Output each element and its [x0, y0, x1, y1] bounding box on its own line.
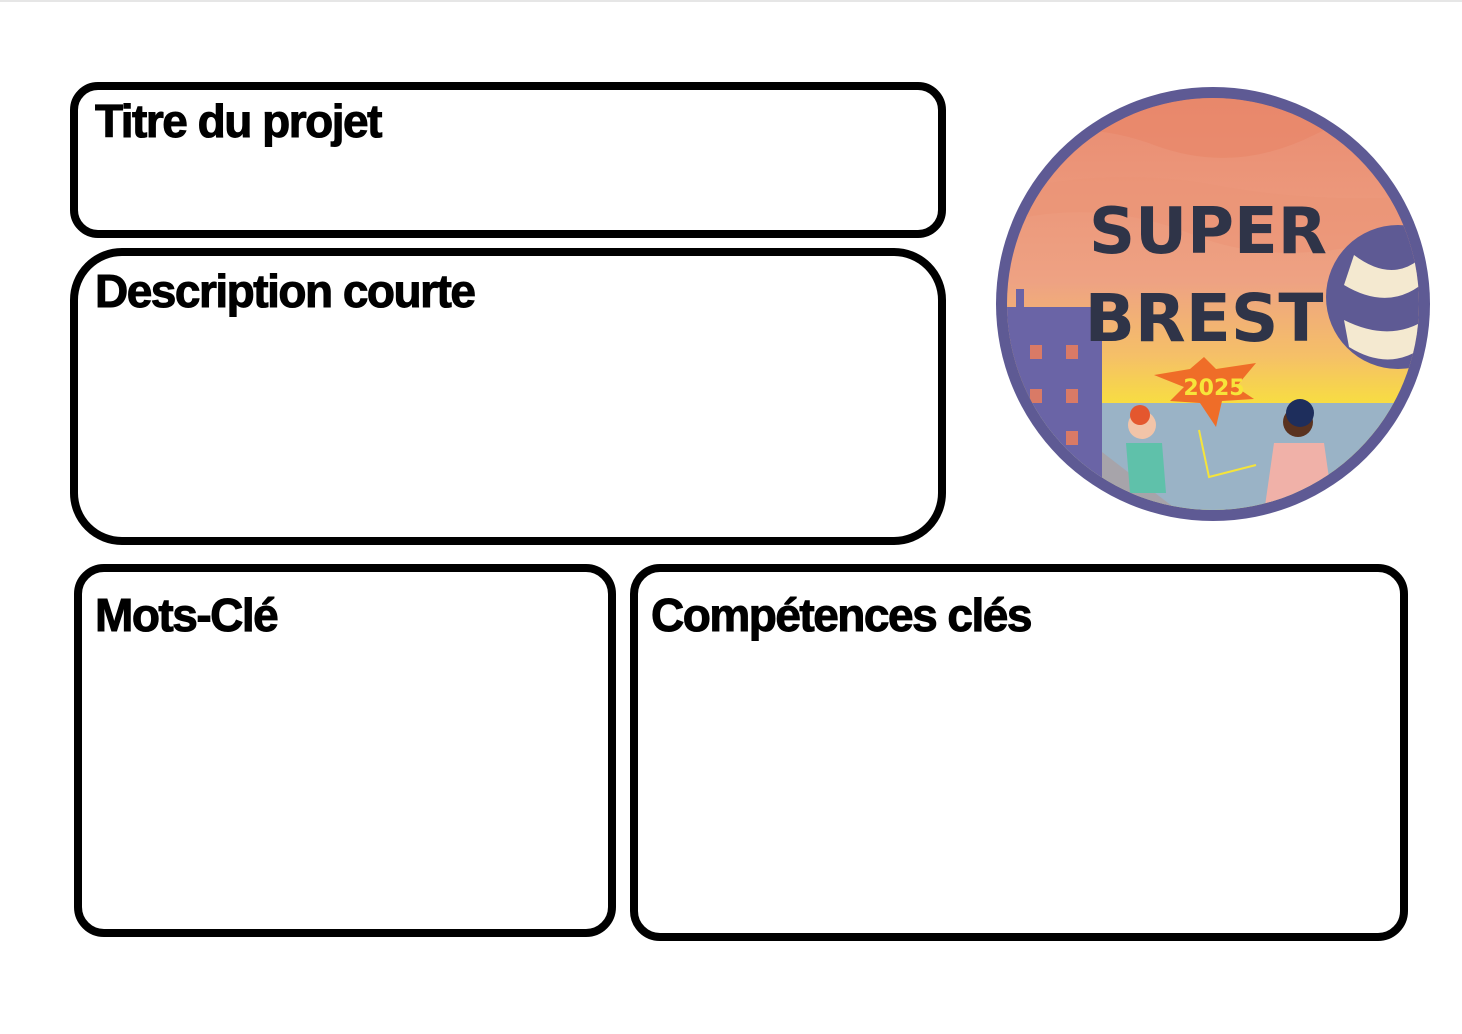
- project-title-label: Titre du projet: [95, 95, 383, 147]
- logo-line-brest: BREST: [1085, 280, 1324, 357]
- keywords-field[interactable]: Mots-Clé: [74, 564, 616, 937]
- keywords-label: Mots-Clé: [94, 589, 279, 641]
- project-title-field[interactable]: Titre du projet: [70, 82, 946, 238]
- logo-year: 2025: [1183, 376, 1244, 401]
- burst-badge: [1154, 357, 1256, 427]
- short-description-field[interactable]: Description courte: [70, 248, 946, 545]
- short-description-label: Description courte: [94, 265, 476, 317]
- key-skills-field[interactable]: Compétences clés: [630, 564, 1408, 941]
- super-brest-2025-logo: SUPER BREST 2025: [996, 87, 1430, 521]
- logo-line-super: SUPER: [1089, 195, 1327, 269]
- key-skills-label: Compétences clés: [651, 589, 1033, 641]
